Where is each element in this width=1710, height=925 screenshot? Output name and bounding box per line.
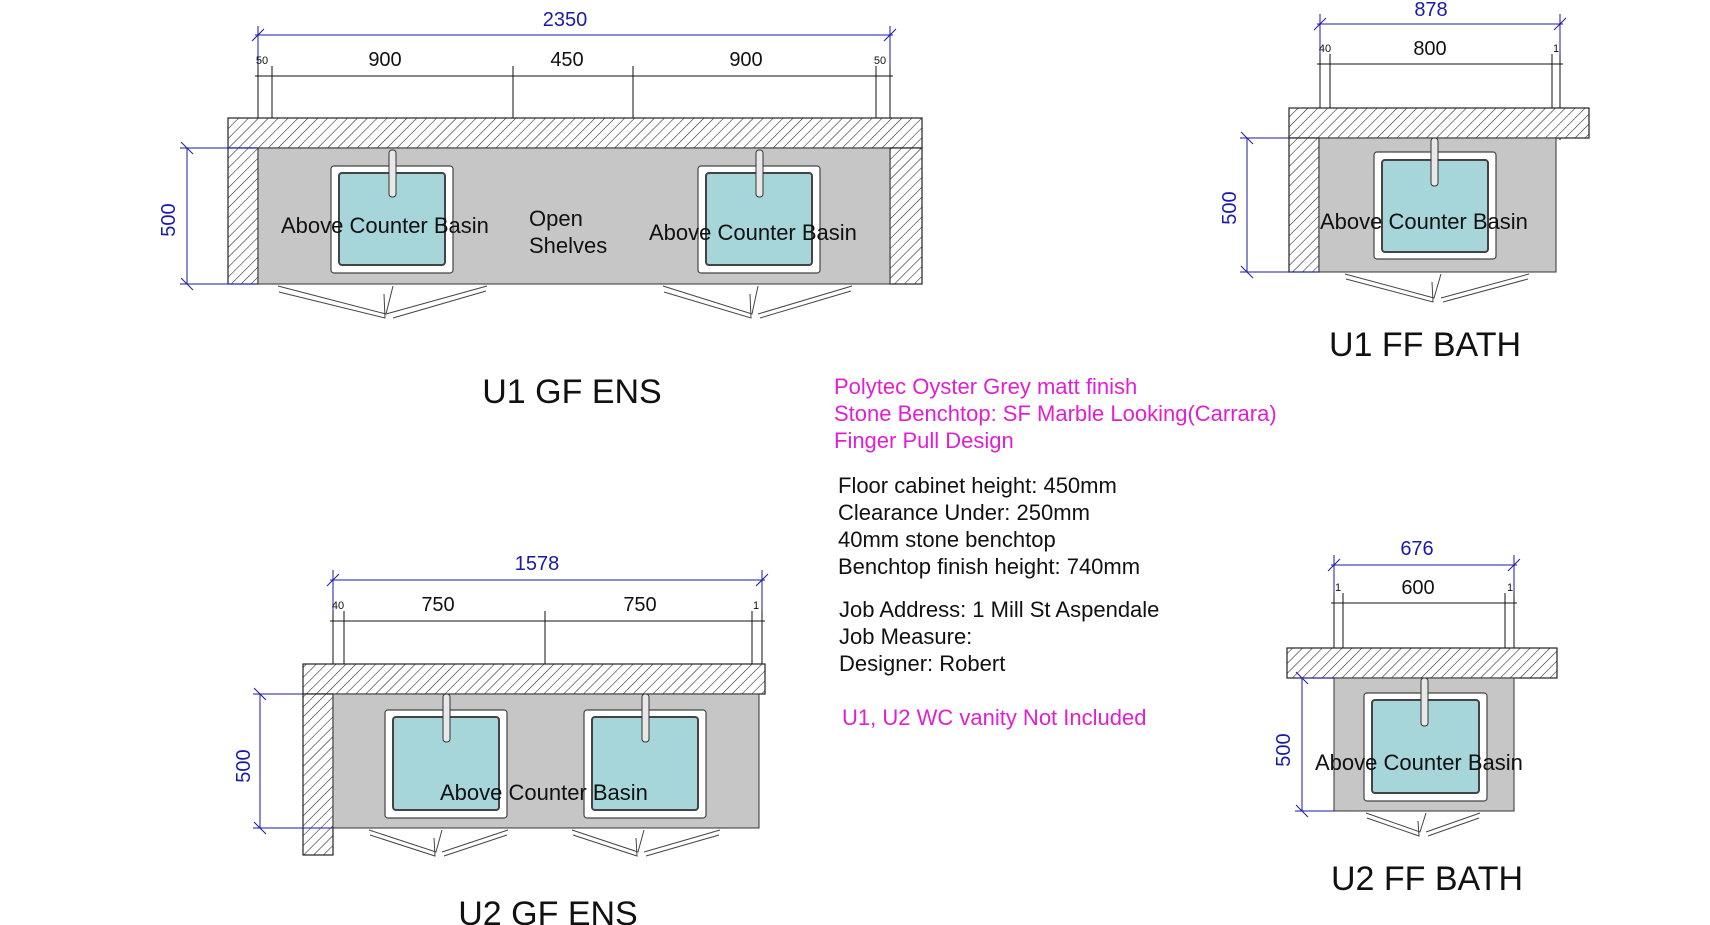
spec-note-benchtop: Stone Benchtop: SF Marble Looking(Carrar… [834, 401, 1277, 426]
plan-u1-gf-ens: 2350 50 900 450 900 50 [158, 9, 923, 411]
u1-gf-seg-2: 900 [368, 49, 401, 71]
u1-gf-open-shelves-2: Shelves [529, 233, 607, 258]
u1-gf-back-wall [227, 117, 923, 149]
u2-gf-depth: 500 [233, 749, 255, 782]
u2-ff-basin-label: Above Counter Basin [1315, 750, 1523, 775]
u1-gf-tap-right [755, 149, 764, 198]
u2-gf-tap-left [442, 693, 451, 743]
job-note-address: Job Address: 1 Mill St Aspendale [839, 597, 1159, 622]
plan-u1-ff-bath: 878 40 800 1 Above Counter Basin 500 [1219, 0, 1590, 364]
cabinet-notes: Floor cabinet height: 450mm Clearance Un… [838, 473, 1140, 579]
u1-ff-tap [1430, 137, 1439, 187]
u1-ff-segment-dimensions: 40 800 1 [1317, 38, 1563, 140]
u2-gf-seg-1: 40 [332, 600, 344, 612]
cabinet-note-height: Floor cabinet height: 450mm [838, 473, 1117, 498]
u2-ff-depth: 500 [1273, 733, 1295, 766]
spec-notes: Polytec Oyster Grey matt finish Stone Be… [834, 374, 1277, 453]
u1-ff-depth-dimension: 500 [1219, 131, 1319, 279]
u2-ff-seg-3: 1 [1507, 582, 1513, 594]
u1-ff-back-wall [1288, 107, 1590, 139]
u2-gf-seg-2: 750 [421, 594, 454, 616]
u2-ff-tap [1420, 677, 1429, 727]
u2-ff-seg-2: 600 [1401, 577, 1434, 599]
u1-ff-seg-2: 800 [1413, 38, 1446, 60]
u2-gf-door-swings [368, 829, 721, 857]
u1-gf-tap-left [388, 149, 397, 198]
u2-gf-title: U2 GF ENS [458, 895, 637, 925]
u1-ff-left-wall [1288, 137, 1320, 273]
u1-gf-title: U1 GF ENS [482, 373, 661, 411]
u1-gf-seg-5: 50 [874, 55, 886, 67]
u2-ff-title: U2 FF BATH [1331, 860, 1523, 898]
u2-gf-basin-label: Above Counter Basin [440, 780, 648, 805]
u1-gf-overall-dimension: 2350 [251, 9, 897, 148]
u1-gf-open-shelves-1: Open [529, 206, 583, 231]
spec-note-finish: Polytec Oyster Grey matt finish [834, 374, 1137, 399]
u1-ff-seg-1: 40 [1319, 43, 1331, 55]
u2-gf-depth-dimension: 500 [233, 687, 333, 835]
spec-note-design: Finger Pull Design [834, 428, 1014, 453]
u1-gf-right-wall [889, 147, 923, 285]
u2-ff-depth-dimension: 500 [1273, 671, 1334, 818]
u1-ff-seg-3: 1 [1553, 43, 1559, 55]
u1-ff-overall-width: 878 [1414, 0, 1447, 21]
u1-ff-basin-label: Above Counter Basin [1320, 209, 1528, 234]
job-notes: Job Address: 1 Mill St Aspendale Job Mea… [839, 597, 1159, 676]
u1-ff-title: U1 FF BATH [1329, 326, 1521, 364]
u2-gf-tap-right [641, 693, 650, 743]
u1-ff-door-swings [1344, 273, 1530, 303]
exclusion-note: U1, U2 WC vanity Not Included [842, 705, 1146, 730]
cabinet-note-benchtop: 40mm stone benchtop [838, 527, 1056, 552]
plan-u2-ff-bath: 676 1 600 1 Above Counter Basin 500 [1273, 538, 1558, 898]
u1-gf-depth: 500 [158, 203, 180, 236]
u2-ff-overall-width: 676 [1400, 538, 1433, 560]
u2-ff-seg-1: 1 [1335, 582, 1341, 594]
u2-gf-segment-dimensions: 40 750 750 1 [330, 594, 765, 693]
u2-gf-seg-4: 1 [753, 600, 759, 612]
cabinet-note-finish-height: Benchtop finish height: 740mm [838, 554, 1140, 579]
plan-u2-gf-ens: 1578 40 750 750 1 Above Counter Basin [233, 553, 769, 925]
u1-gf-seg-1: 50 [256, 55, 268, 67]
job-note-measure: Job Measure: [839, 624, 972, 649]
u1-gf-basin-left-label: Above Counter Basin [281, 213, 489, 238]
u2-gf-left-wall [302, 693, 334, 856]
u1-gf-seg-4: 900 [729, 49, 762, 71]
u1-gf-door-swings [277, 285, 853, 319]
job-note-designer: Designer: Robert [839, 651, 1005, 676]
u2-gf-back-wall [302, 663, 766, 695]
u1-gf-depth-dimension: 500 [158, 141, 258, 291]
u1-gf-seg-3: 450 [550, 49, 583, 71]
u1-gf-left-wall [227, 147, 259, 285]
u2-gf-overall-width: 1578 [515, 553, 560, 575]
u2-ff-door-swings [1365, 812, 1481, 837]
cabinet-note-clearance: Clearance Under: 250mm [838, 500, 1090, 525]
u2-ff-back-wall [1286, 647, 1558, 679]
u2-gf-seg-3: 750 [623, 594, 656, 616]
u1-ff-depth: 500 [1219, 191, 1241, 224]
u1-gf-overall-width: 2350 [543, 9, 588, 31]
u1-gf-basin-right-label: Above Counter Basin [649, 220, 857, 245]
